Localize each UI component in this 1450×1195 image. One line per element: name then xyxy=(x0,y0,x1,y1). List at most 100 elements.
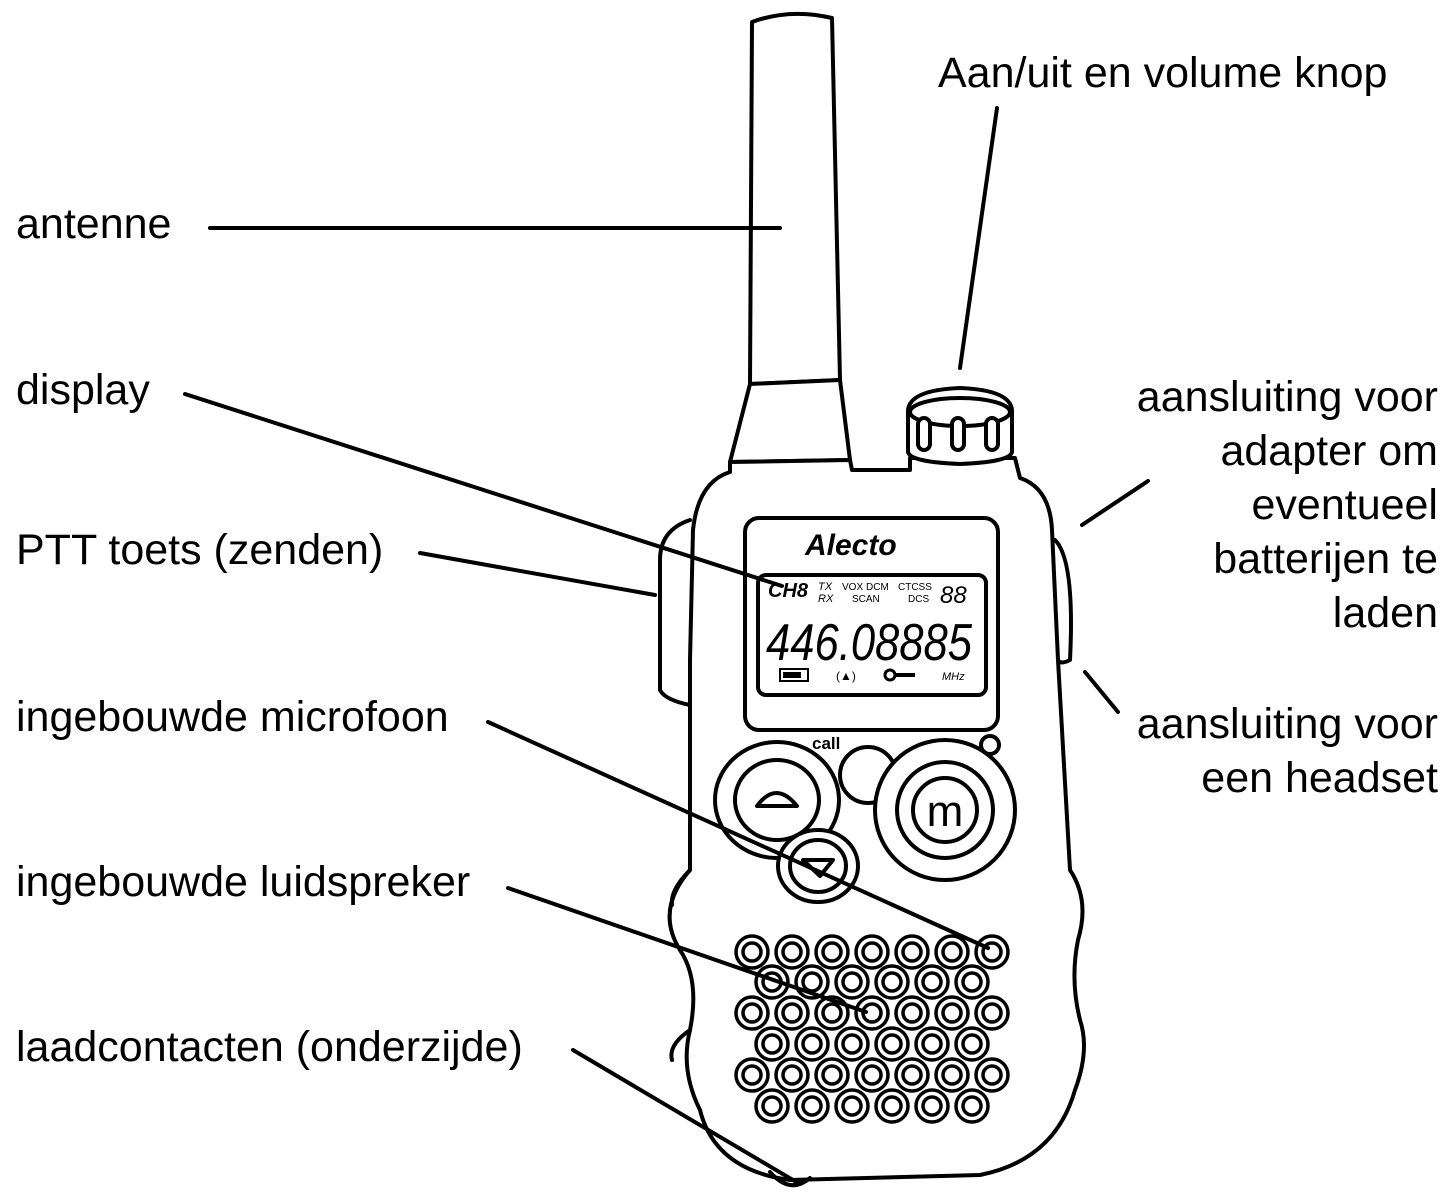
speaker-hole xyxy=(794,1026,830,1062)
speaker-hole xyxy=(981,1002,1003,1024)
speaker-hole xyxy=(854,995,890,1031)
speaker-hole xyxy=(734,934,770,970)
speaker-hole xyxy=(894,995,930,1031)
speaker-hole xyxy=(934,934,970,970)
speaker-hole xyxy=(834,964,870,1000)
label-microphone: ingebouwde microfoon xyxy=(16,693,449,741)
speaker-hole xyxy=(874,1088,910,1124)
battery-icon xyxy=(779,668,809,682)
volume-knob xyxy=(906,386,1014,466)
speaker-hole xyxy=(894,1057,930,1093)
speaker-hole xyxy=(821,1064,843,1086)
brand-logo: Alecto xyxy=(804,529,897,562)
speaker-hole xyxy=(841,971,863,993)
lcd-vox: VOX xyxy=(842,582,863,593)
speaker-hole xyxy=(941,941,963,963)
speaker-hole xyxy=(781,1064,803,1086)
speaker-hole xyxy=(821,1002,843,1024)
speaker-hole xyxy=(741,1002,763,1024)
speaker-hole xyxy=(814,1057,850,1093)
label-display: display xyxy=(16,366,150,414)
label-adapter-line: batterijen te xyxy=(1213,535,1438,583)
speaker-hole xyxy=(754,1026,790,1062)
speaker-hole xyxy=(881,1095,903,1117)
speaker-hole xyxy=(794,1088,830,1124)
speaker-hole xyxy=(961,1033,983,1055)
lcd-dcs: DCS xyxy=(908,594,929,605)
lcd-tx: TX xyxy=(818,581,833,593)
speaker-hole xyxy=(901,1064,923,1086)
buttons xyxy=(713,734,1017,904)
label-adapter-line: eventueel xyxy=(1251,481,1439,529)
speaker-hole xyxy=(914,1088,950,1124)
label-adapter-line: aansluiting voor xyxy=(1136,373,1438,421)
speaker-hole xyxy=(954,964,990,1000)
speaker-hole xyxy=(901,941,923,963)
speaker-hole xyxy=(941,1002,963,1024)
speaker-hole xyxy=(841,1095,863,1117)
speaker-hole xyxy=(921,1033,943,1055)
speaker-hole xyxy=(834,1088,870,1124)
label-speaker: ingebouwde luidspreker xyxy=(16,858,471,906)
speaker-hole xyxy=(801,1095,823,1117)
speaker-hole xyxy=(741,1064,763,1086)
speaker-hole xyxy=(814,995,850,1031)
speaker-hole xyxy=(774,995,810,1031)
speaker-hole xyxy=(934,995,970,1031)
speaker-hole xyxy=(801,1033,823,1055)
speaker-hole xyxy=(781,941,803,963)
speaker-hole xyxy=(774,934,810,970)
call-label: call xyxy=(812,734,840,753)
label-headset-line: aansluiting voor xyxy=(1136,700,1438,748)
speaker-hole xyxy=(761,1095,783,1117)
speaker-hole xyxy=(974,1057,1010,1093)
lcd-code: 88 xyxy=(940,582,967,609)
speaker-hole xyxy=(914,1026,950,1062)
speaker-hole xyxy=(741,941,763,963)
speaker-hole xyxy=(934,1057,970,1093)
speaker-hole xyxy=(974,934,1010,970)
speaker-hole xyxy=(841,1033,863,1055)
speaker-hole xyxy=(941,1064,963,1086)
leader-lines xyxy=(183,106,1150,1185)
speaker-hole xyxy=(921,971,943,993)
speaker-hole xyxy=(754,964,790,1000)
label-adapter-line: adapter om xyxy=(1220,427,1438,475)
speaker-hole xyxy=(874,1026,910,1062)
speaker-hole xyxy=(981,941,1003,963)
speaker-hole xyxy=(734,1057,770,1093)
speaker-hole xyxy=(774,1057,810,1093)
lcd-scan: SCAN xyxy=(852,594,880,605)
alarm-icon: (▲) xyxy=(836,669,856,683)
speaker-hole xyxy=(854,934,890,970)
label-headset: aansluiting voor een headset xyxy=(1137,697,1438,805)
speaker-hole xyxy=(734,995,770,1031)
lcd-dcm: DCM xyxy=(866,582,889,593)
speaker-hole xyxy=(954,1088,990,1124)
speaker-hole xyxy=(901,1002,923,1024)
lcd-unit: MHz xyxy=(942,671,965,683)
key-icon xyxy=(883,668,915,682)
speaker-hole xyxy=(974,995,1010,1031)
m-button-label: m xyxy=(927,787,964,836)
label-antenna: antenne xyxy=(16,200,172,248)
antenna xyxy=(728,11,852,464)
lcd-screen xyxy=(756,573,988,697)
speaker-hole xyxy=(754,1088,790,1124)
speaker-hole xyxy=(861,941,883,963)
label-adapter: aansluiting voor adapter om eventueel ba… xyxy=(1137,370,1438,640)
speaker-hole xyxy=(814,934,850,970)
speaker-hole xyxy=(801,971,823,993)
label-power-volume: Aan/uit en volume knop xyxy=(938,49,1388,97)
speaker-hole xyxy=(981,1064,1003,1086)
speaker-hole xyxy=(914,964,950,1000)
speaker-hole xyxy=(761,1033,783,1055)
lcd-frequency: 446.08885 xyxy=(766,614,973,672)
speaker-hole xyxy=(881,971,903,993)
speaker-hole xyxy=(834,1026,870,1062)
speaker-hole xyxy=(954,1026,990,1062)
speaker-hole xyxy=(794,964,830,1000)
speaker-hole xyxy=(781,1002,803,1024)
speaker-hole xyxy=(894,934,930,970)
